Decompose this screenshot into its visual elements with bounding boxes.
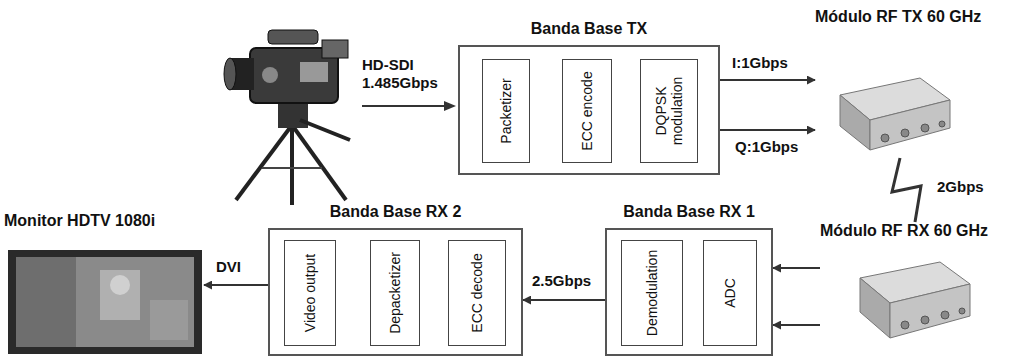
signal-arrow	[720, 79, 815, 81]
node-heading: Módulo RF TX 60 GHz	[815, 8, 1020, 26]
rf-module-illustration	[840, 78, 950, 150]
block-label: ADC	[722, 247, 738, 339]
signal-arrow	[204, 284, 268, 286]
function-block: Demodulation	[621, 240, 683, 346]
function-block: Video output	[284, 240, 336, 346]
rf-module-illustration	[860, 262, 970, 338]
wireless-link	[892, 158, 921, 222]
baseband-box: Banda Base RX 2Video outputDepacketizerE…	[268, 228, 523, 356]
signal-arrow	[773, 267, 820, 269]
signal-arrow	[773, 324, 820, 326]
node-heading: Banda Base RX 1	[587, 203, 791, 221]
node-heading: Banda Base TX	[440, 20, 738, 38]
function-block: Packetizer	[482, 59, 530, 163]
monitor-illustration	[8, 250, 202, 354]
block-label: ECC decode	[469, 247, 485, 339]
signal-arrow	[523, 299, 605, 301]
node-heading: Módulo RF RX 60 GHz	[820, 222, 1020, 240]
function-block: ECC decode	[448, 240, 506, 346]
device-node: Módulo RF RX 60 GHz	[820, 222, 1020, 354]
signal-arrow	[720, 129, 815, 131]
edge-label: 2.5Gbps	[530, 272, 593, 290]
edge-label: I:1Gbps	[730, 54, 790, 72]
block-label: Packetizer	[498, 66, 514, 156]
function-block: ECC encode	[562, 59, 612, 163]
function-block: ADC	[703, 240, 757, 346]
device-node: Módulo RF TX 60 GHz	[815, 8, 1020, 158]
block-label: DQPSK modulation	[653, 66, 685, 156]
block-label: ECC encode	[579, 66, 595, 156]
input-arrow	[362, 101, 456, 111]
block-label: Depacketizer	[387, 247, 403, 339]
edge-label: Q:1Gbps	[733, 138, 800, 156]
baseband-box: Banda Base RX 1DemodulationADC	[605, 228, 773, 356]
camera-illustration	[224, 30, 350, 205]
edge-label: 2Gbps	[935, 178, 986, 196]
block-label: Video output	[302, 247, 318, 339]
function-block: DQPSK modulation	[640, 59, 698, 163]
edge-label: DVI	[214, 258, 243, 276]
device-node: Monitor HDTV 1080i	[4, 212, 204, 357]
baseband-box: Banda Base TXPacketizerECC encodeDQPSK m…	[458, 45, 720, 175]
function-block: Depacketizer	[370, 240, 420, 346]
node-heading: Banda Base RX 2	[250, 203, 541, 221]
signal-label: HD-SDI 1.485Gbps	[360, 56, 456, 92]
block-label: Demodulation	[644, 247, 660, 339]
node-heading: Monitor HDTV 1080i	[4, 212, 204, 230]
